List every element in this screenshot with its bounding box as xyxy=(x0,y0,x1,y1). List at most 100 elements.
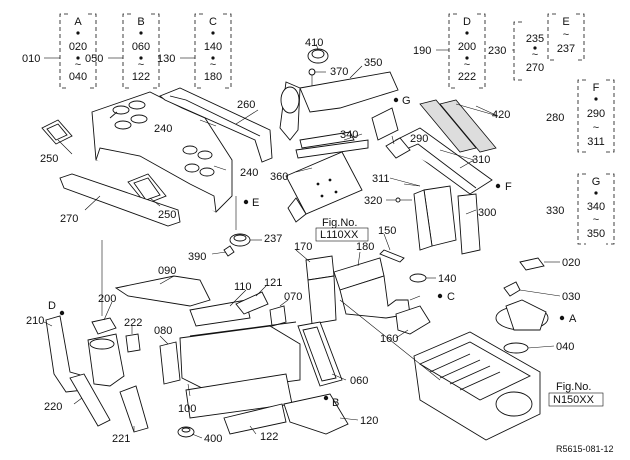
group-f-top: 290 xyxy=(587,108,605,120)
group-d-sep: ~ xyxy=(464,59,470,71)
duct-080 xyxy=(159,341,181,385)
duct-110 xyxy=(189,299,251,327)
group-e-sep: ~ xyxy=(532,49,538,61)
callout-150: 150 xyxy=(378,225,396,237)
group-a-top: 020 xyxy=(69,41,87,53)
bracket-360 xyxy=(285,151,363,223)
group-e-bottom: 237 xyxy=(557,43,575,55)
duct-180 xyxy=(333,257,411,319)
fig-ref-l110xx: Fig.No. L110XX xyxy=(315,217,369,242)
group-g-top: 340 xyxy=(587,201,605,213)
group-c-top: 140 xyxy=(204,41,222,53)
group-g-bracket: G 340 ~ 350 xyxy=(577,173,615,245)
callout-labels: 410 370 350 260 240 240 250 250 270 360 … xyxy=(26,37,580,445)
dash-duct-260 xyxy=(159,87,273,163)
duct-060 xyxy=(297,321,343,387)
group-e-sep2: ~ xyxy=(563,29,569,41)
duct-350 xyxy=(279,71,399,141)
grommet-400 xyxy=(177,426,195,438)
marker-g: G xyxy=(402,95,411,107)
elbow-160 xyxy=(395,305,431,335)
group-a-letter: A xyxy=(74,16,82,28)
group-e-letter: E xyxy=(562,16,569,28)
marker-f: F xyxy=(505,181,512,193)
callout-320: 320 xyxy=(364,195,382,207)
vent-grille-250a xyxy=(41,119,73,145)
callout-250b: 250 xyxy=(158,209,176,221)
callout-290: 290 xyxy=(410,133,428,145)
marker-e: E xyxy=(252,197,259,209)
callout-110: 110 xyxy=(234,281,252,293)
marker-d: D xyxy=(48,300,56,312)
callout-330: 330 xyxy=(546,205,564,217)
callout-280: 280 xyxy=(546,112,564,124)
callout-170: 170 xyxy=(294,241,312,253)
marker-a: A xyxy=(569,313,577,325)
callout-160: 160 xyxy=(380,333,398,345)
callout-311: 311 xyxy=(372,173,390,185)
duct-300 xyxy=(413,185,481,255)
callout-220: 220 xyxy=(44,401,62,413)
duct-120 xyxy=(283,393,349,435)
group-b-sep: ~ xyxy=(138,59,144,71)
group-d-bracket: D 200 ~ 222 xyxy=(436,13,486,89)
ring-040 xyxy=(503,342,529,354)
duct-220 xyxy=(69,373,111,427)
callout-260: 260 xyxy=(237,99,255,111)
callout-210: 210 xyxy=(26,315,44,327)
callout-310: 310 xyxy=(472,154,490,166)
group-b-letter: B xyxy=(137,16,144,28)
callout-100: 100 xyxy=(178,403,196,415)
group-f-bracket: F 290 ~ 311 xyxy=(577,79,615,153)
callout-340: 340 xyxy=(340,129,358,141)
callout-070: 070 xyxy=(284,291,302,303)
marker-c: C xyxy=(447,291,455,303)
callout-040: 040 xyxy=(556,341,574,353)
group-e-top: 235 xyxy=(526,33,544,45)
duct-222 xyxy=(125,333,141,353)
callout-020: 020 xyxy=(562,257,580,269)
callout-350: 350 xyxy=(364,57,382,69)
group-b-bottom: 122 xyxy=(132,71,150,83)
group-c-letter: C xyxy=(209,16,217,28)
fig-ref-n150xx: Fig.No. N150XX xyxy=(548,381,604,407)
group-f-sep: ~ xyxy=(593,122,599,134)
duct-d xyxy=(87,333,125,387)
callout-400: 400 xyxy=(204,433,222,445)
duct-070 xyxy=(269,305,287,327)
callout-222: 222 xyxy=(124,317,142,329)
cap-410 xyxy=(307,48,329,64)
group-d-bottom: 222 xyxy=(458,71,476,83)
callout-060: 060 xyxy=(350,375,368,387)
callout-240b: 240 xyxy=(240,167,258,179)
callout-122: 122 xyxy=(260,431,278,443)
callout-370: 370 xyxy=(330,66,348,78)
group-e-bracket: 235 ~ 270 E ~ 237 xyxy=(512,13,585,81)
group-f-letter: F xyxy=(593,82,600,94)
group-e-extra: 270 xyxy=(526,62,544,74)
group-b-top: 060 xyxy=(132,41,150,53)
grommet-237 xyxy=(229,233,251,247)
document-code: R5615-081-12 xyxy=(556,444,614,454)
marker-b: B xyxy=(332,397,339,409)
trim-270 xyxy=(59,173,181,227)
callout-200: 200 xyxy=(98,293,116,305)
heater-unit xyxy=(413,331,541,441)
callout-030: 030 xyxy=(562,291,580,303)
callout-121: 121 xyxy=(264,277,282,289)
callout-390: 390 xyxy=(188,251,206,263)
group-d-top: 200 xyxy=(458,41,476,53)
fig1-title: Fig.No. xyxy=(322,217,357,229)
fig2-code: N150XX xyxy=(553,394,595,406)
callout-120: 120 xyxy=(360,415,378,427)
group-g-letter: G xyxy=(592,176,601,188)
callout-221: 221 xyxy=(112,433,130,445)
screw-311 xyxy=(403,183,421,187)
group-f-bottom: 311 xyxy=(587,136,605,148)
callout-190: 190 xyxy=(413,45,431,57)
fig2-title: Fig.No. xyxy=(556,381,591,393)
callout-080: 080 xyxy=(154,325,172,337)
duct-121 xyxy=(235,291,269,315)
